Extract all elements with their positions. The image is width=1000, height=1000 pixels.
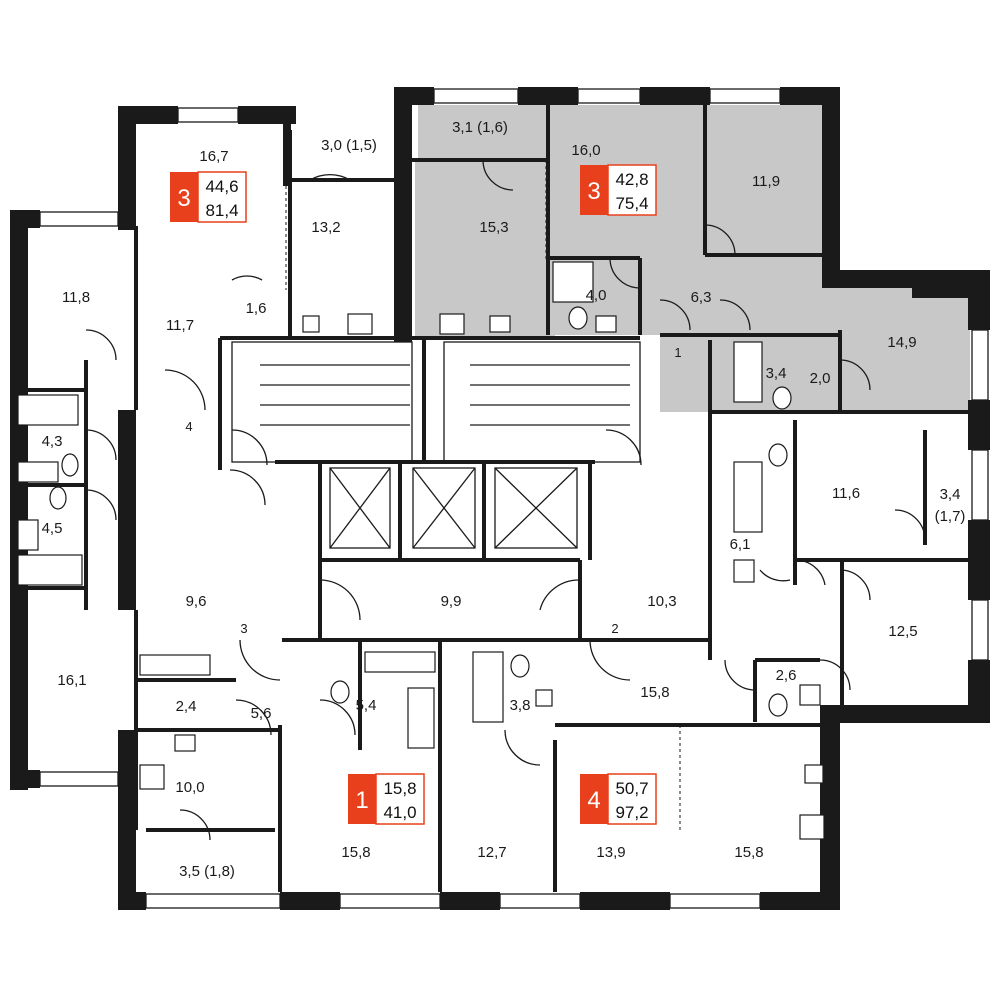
room-area-label: 3,4 bbox=[940, 486, 961, 503]
corridor-number: 1 bbox=[674, 345, 681, 360]
apartment-badge-1[interactable]: 3 44,6 81,4 bbox=[170, 171, 247, 223]
room-area-label: 3,1 (1,6) bbox=[452, 119, 508, 136]
room-area-label: 4,0 bbox=[586, 287, 607, 304]
room-area-label: 15,8 bbox=[734, 844, 763, 861]
stair-core bbox=[231, 341, 641, 549]
badge-area-living: 44,6 bbox=[205, 177, 238, 196]
badge-area-total: 75,4 bbox=[615, 194, 648, 213]
room-area-label: 16,7 bbox=[199, 148, 228, 165]
room-area-label: 5,6 bbox=[251, 705, 272, 722]
room-area-label: 4,5 bbox=[42, 520, 63, 537]
apartment-badge-4[interactable]: 4 50,7 97,2 bbox=[580, 773, 657, 825]
room-area-label: 11,6 bbox=[832, 485, 860, 502]
core-walls bbox=[275, 340, 595, 560]
corridor-numbers: 1 2 3 4 bbox=[185, 345, 681, 636]
badge-area-total: 97,2 bbox=[615, 803, 648, 822]
badge-rooms: 3 bbox=[587, 178, 600, 205]
badge-rooms-bg bbox=[348, 774, 376, 824]
corridor-number: 4 bbox=[185, 419, 192, 434]
room-area-label: 3,0 (1,5) bbox=[321, 137, 377, 154]
room-area-label: 10,0 bbox=[175, 779, 204, 796]
badge-area-bg bbox=[197, 171, 247, 223]
room-area-label: 16,0 bbox=[571, 142, 600, 159]
room-area-label: 15,3 bbox=[479, 219, 508, 236]
room-area-label: 12,7 bbox=[477, 844, 506, 861]
room-area-label: 13,2 bbox=[311, 219, 340, 236]
room-area-label: 15,8 bbox=[640, 684, 669, 701]
room-area-label: 6,1 bbox=[730, 536, 751, 553]
room-area-label: 11,9 bbox=[752, 173, 780, 190]
windows bbox=[39, 88, 989, 909]
highlighted-apartment-fill bbox=[415, 105, 970, 412]
fixtures bbox=[17, 261, 825, 840]
badge-area-bg bbox=[607, 773, 657, 825]
badge-rooms: 1 bbox=[355, 787, 368, 814]
room-area-label: 15,8 bbox=[341, 844, 370, 861]
room-area-label: 14,9 bbox=[887, 334, 916, 351]
badge-rooms-bg bbox=[580, 774, 608, 824]
apartment-badge-3[interactable]: 1 15,8 41,0 bbox=[348, 773, 425, 825]
exterior-walls bbox=[10, 87, 990, 910]
dashed-dividers bbox=[285, 160, 681, 830]
room-area-label: 12,5 bbox=[888, 623, 917, 640]
doors bbox=[85, 159, 926, 841]
room-area-label: 1,6 bbox=[246, 300, 267, 317]
room-area-label: 2,0 bbox=[810, 370, 831, 387]
room-area-label: 3,5 (1,8) bbox=[179, 863, 235, 880]
room-area-label: 5,4 bbox=[356, 697, 377, 714]
corridor-number: 2 bbox=[611, 621, 618, 636]
badge-area-living: 15,8 bbox=[383, 779, 416, 798]
interior-walls bbox=[28, 105, 970, 892]
room-area-label: 2,4 bbox=[176, 698, 197, 715]
badge-area-total: 81,4 bbox=[205, 201, 238, 220]
badge-rooms-bg bbox=[170, 172, 198, 222]
room-labels: 16,7 3,0 (1,5) 13,2 1,6 11,7 11,8 4,3 4,… bbox=[42, 119, 966, 880]
badge-area-living: 50,7 bbox=[615, 779, 648, 798]
room-area-label: (1,7) bbox=[935, 508, 966, 525]
room-area-label: 13,9 bbox=[596, 844, 625, 861]
room-area-label: 9,6 bbox=[186, 593, 207, 610]
apartment-badge-2[interactable]: 3 42,8 75,4 bbox=[580, 164, 657, 216]
room-area-label: 3,8 bbox=[510, 697, 531, 714]
room-area-label: 6,3 bbox=[691, 289, 712, 306]
badge-rooms-bg bbox=[580, 165, 608, 215]
badge-area-bg bbox=[607, 164, 657, 216]
badge-area-living: 42,8 bbox=[615, 170, 648, 189]
badge-area-total: 41,0 bbox=[383, 803, 416, 822]
room-area-label: 11,8 bbox=[62, 289, 90, 306]
badge-rooms: 3 bbox=[177, 185, 190, 212]
badge-area-bg bbox=[375, 773, 425, 825]
room-area-label: 4,3 bbox=[42, 433, 63, 450]
corridor-number: 3 bbox=[240, 621, 247, 636]
room-area-label: 9,9 bbox=[441, 593, 462, 610]
room-area-label: 10,3 bbox=[647, 593, 676, 610]
room-area-label: 11,7 bbox=[166, 317, 194, 334]
room-area-label: 3,4 bbox=[766, 365, 787, 382]
badge-rooms: 4 bbox=[587, 787, 600, 814]
room-area-label: 16,1 bbox=[57, 672, 86, 689]
room-area-label: 2,6 bbox=[776, 667, 797, 684]
